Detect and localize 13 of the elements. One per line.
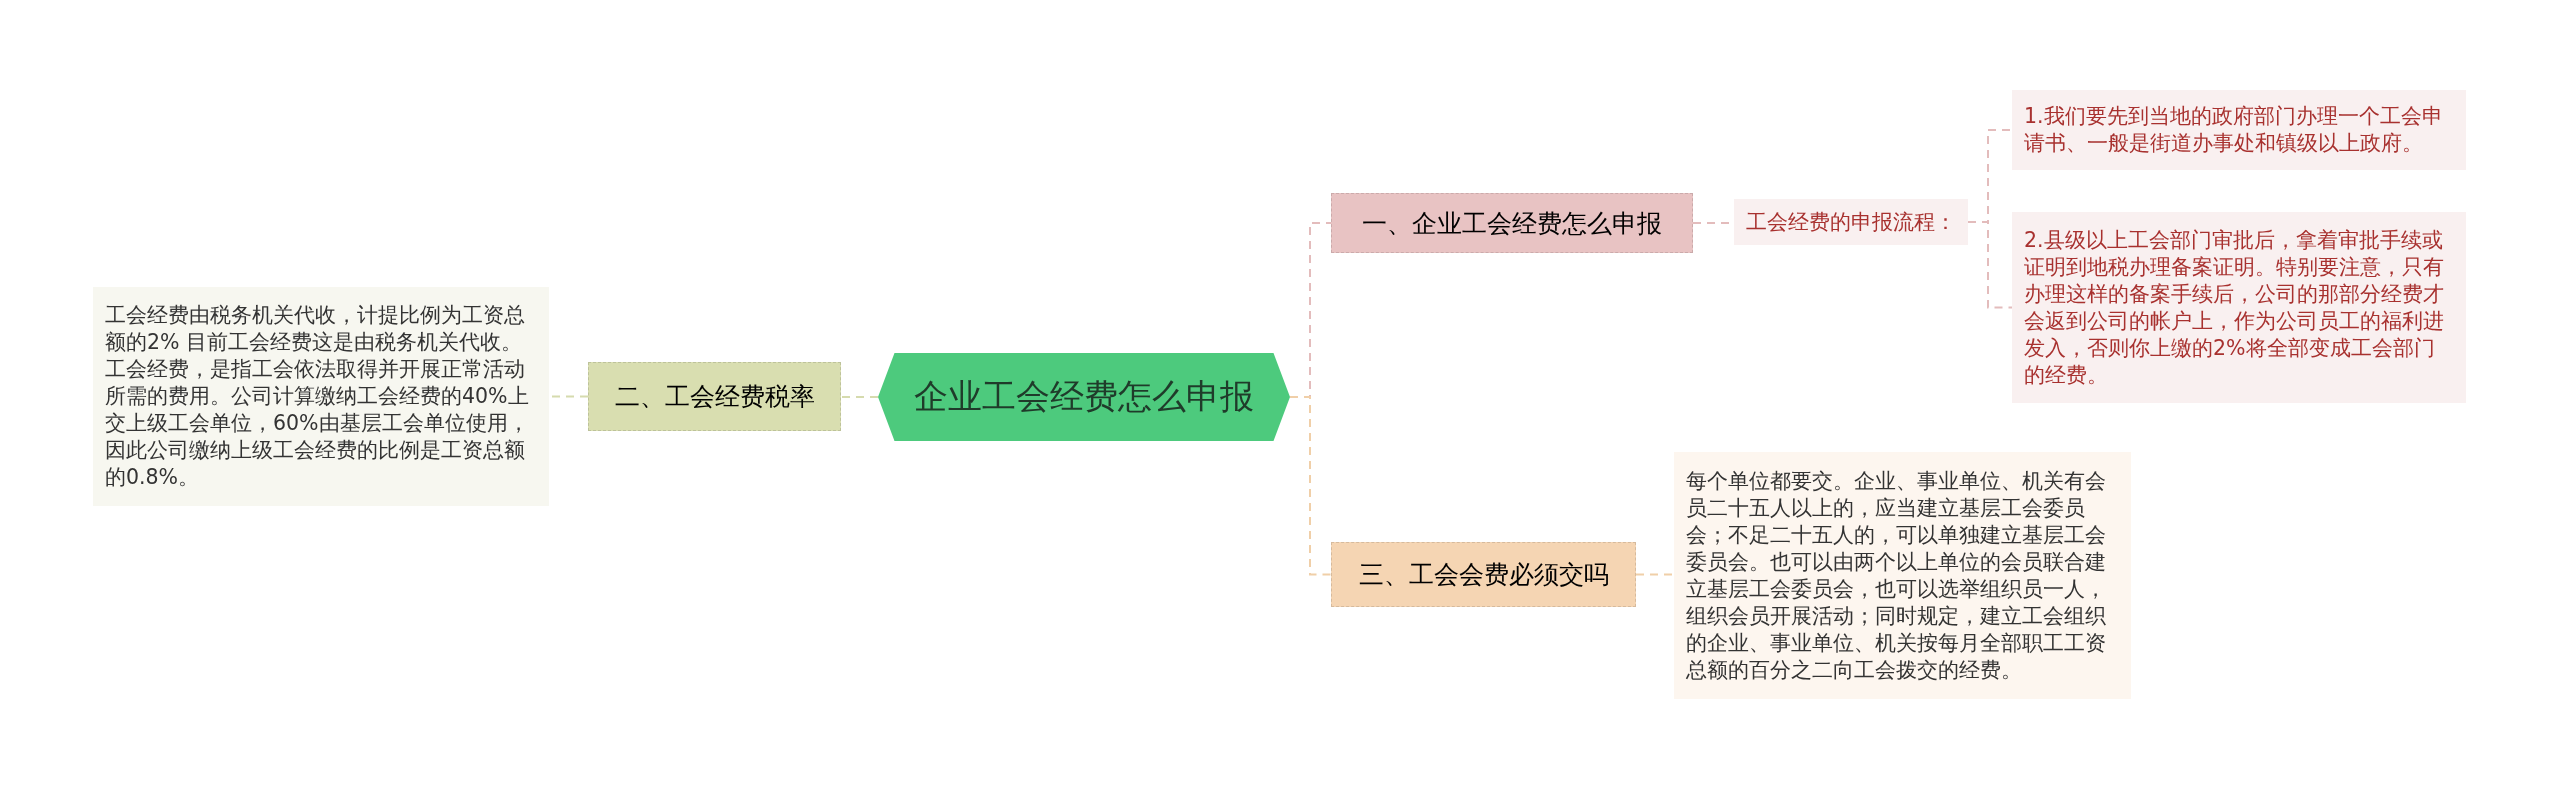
connector — [840, 396, 879, 398]
connector — [1289, 396, 1332, 576]
central-topic: 企业工会经费怎么申报 — [878, 353, 1290, 441]
branch-topic: 三、工会会费必须交吗 — [1331, 542, 1636, 607]
connector — [1635, 573, 1675, 576]
leaf-note: 工会经费由税务机关代收，计提比例为工资总额的2% 目前工会经费这是由税务机关代收。工会经费，是指工会依法取得并开展正常活动所需的费用。公司计算缴纳工会经费的40%上交上级工会单位，60%由基层工会单位使用，因此公司缴纳上级工会经费的比例是工资总额的0.8%。 — [93, 287, 549, 506]
leaf-note: 每个单位都要交。企业、事业单位、机关有会员二十五人以上的，应当建立基层工会委员会；不足二十五人的，可以单独建立基层工会委员会。也可以由两个以上单位的会员联合建立基层工会委员会，也可以选举组织员一人，组织会员开展活动；同时规定，建立工会组织的企业、事业单位、机关按每月全部职工工资总额的百分之二向工会拨交的经费。 — [1674, 452, 2131, 699]
leaf-note: 1.我们要先到当地的政府部门办理一个工会申请书、一般是街道办事处和镇级以上政府。 — [2012, 90, 2466, 170]
branch-topic: 一、企业工会经费怎么申报 — [1331, 193, 1693, 253]
branch-topic: 二、工会经费税率 — [588, 362, 841, 431]
leaf-note: 工会经费的申报流程： — [1734, 199, 1968, 245]
leaf-note: 2.县级以上工会部门审批后，拿着审批手续或证明到地税办理备案证明。特别要注意，只有办理这样的备案手续后，公司的那部分经费才会返到公司的帐户上，作为公司员工的福利进发入，否则你上缴的2%将全部变成工会部门的经费。 — [2012, 212, 2466, 403]
connector — [1967, 221, 2013, 309]
